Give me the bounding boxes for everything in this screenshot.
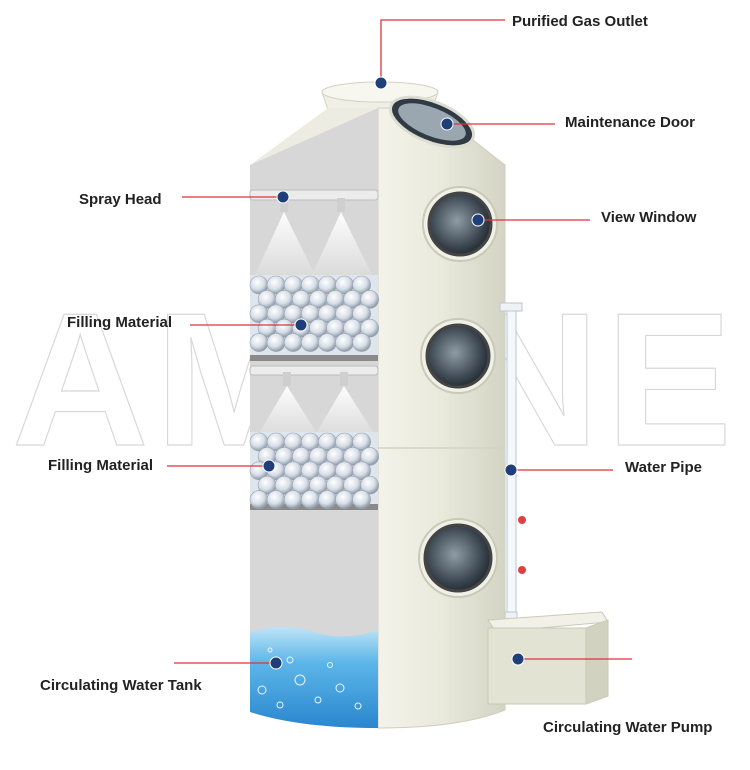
filling-ball (318, 490, 337, 509)
marker-circulating-water-tank (269, 656, 283, 670)
maintenance-door (389, 95, 475, 149)
water-bubble (257, 685, 267, 695)
filling-ball (352, 304, 371, 324)
label-view-window: View Window (601, 209, 697, 226)
filling-ball (266, 490, 286, 509)
filling-ball (360, 447, 380, 466)
filling-ball (300, 333, 320, 352)
label-spray-head: Spray Head (79, 191, 162, 208)
marker-filling-material-upper (294, 318, 308, 332)
filling-ball (283, 490, 303, 509)
filling-ball (300, 490, 320, 509)
label-filling-material-lower: Filling Material (48, 457, 154, 474)
view-window-2 (420, 318, 496, 394)
filling-ball (249, 490, 269, 509)
marker-filling-material-lower (262, 459, 276, 473)
leader-purified-gas-outlet (380, 19, 505, 83)
water-bubble (276, 701, 284, 709)
filling-balls-upper (249, 275, 380, 352)
marker-circulating-water-pump (511, 652, 525, 666)
water-bubble (286, 656, 294, 664)
water-bubble (354, 702, 362, 710)
filling-ball (352, 333, 371, 352)
filling-ball (352, 275, 371, 295)
label-purified-gas-outlet: Purified Gas Outlet (512, 13, 648, 30)
label-circulating-water-pump: Circulating Water Pump (543, 719, 713, 736)
water-bubble (314, 696, 322, 704)
label-water-pipe: Water Pipe (625, 459, 702, 476)
marker-maintenance-door (440, 117, 454, 131)
water-bubble (294, 674, 306, 686)
label-maintenance-door: Maintenance Door (565, 114, 696, 131)
label-filling-material-upper: Filling Material (67, 314, 173, 331)
circulating-water-pump (487, 611, 609, 705)
view-window-3 (418, 518, 498, 598)
cutaway-interior (249, 108, 379, 728)
filling-ball (360, 475, 380, 495)
filling-ball (335, 333, 354, 352)
filling-ball (360, 290, 380, 309)
filling-ball (335, 490, 354, 509)
view-window-1 (422, 186, 498, 262)
water-bubble (327, 662, 333, 668)
water-bubble (335, 683, 345, 693)
marker-purified-gas-outlet (374, 76, 388, 90)
marker-view-window (471, 213, 485, 227)
filling-ball (352, 490, 371, 509)
label-circulating-water-tank: Circulating Water Tank (40, 677, 202, 694)
filling-ball (352, 432, 371, 452)
filling-ball (249, 333, 269, 352)
filling-ball (352, 461, 371, 481)
water-bubble (267, 647, 273, 653)
water-bubbles (257, 647, 362, 710)
filling-ball (360, 318, 380, 338)
filling-balls-lower (249, 432, 380, 509)
filling-ball (283, 333, 303, 352)
marker-spray-head (276, 190, 290, 204)
filling-ball (318, 333, 337, 352)
filling-ball (266, 333, 286, 352)
marker-water-pipe (504, 463, 518, 477)
